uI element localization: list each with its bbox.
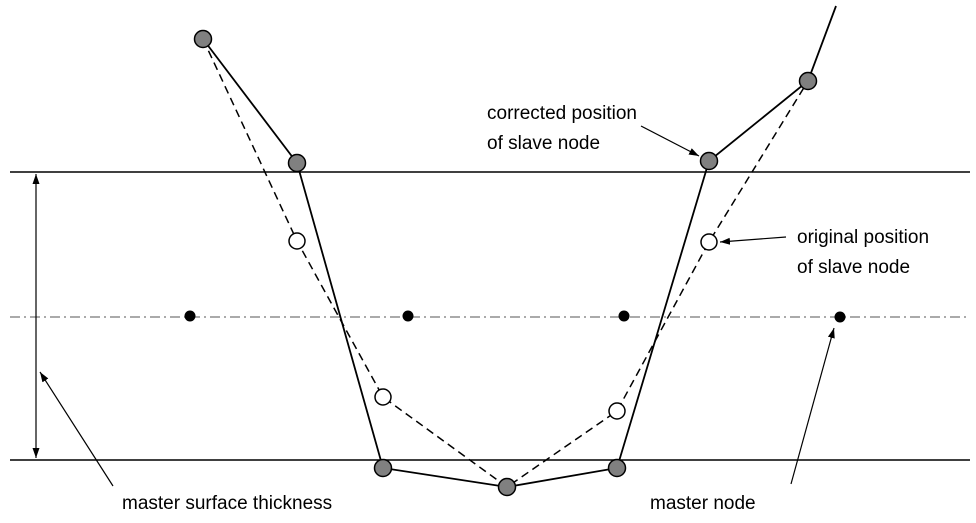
master-node xyxy=(184,310,196,322)
corrected-position-label-line1: corrected position xyxy=(487,103,637,124)
corrected-slave-node xyxy=(699,151,719,171)
corrected-slave-node xyxy=(607,458,627,478)
original-slave-node xyxy=(700,233,718,251)
original-position-label-line2: of slave node xyxy=(797,257,910,278)
thickness-label: master surface thickness xyxy=(122,493,332,514)
corrected-slave-node xyxy=(798,71,818,91)
master-node-leader xyxy=(790,327,835,485)
master-node xyxy=(834,311,846,323)
corrected-slave-surface xyxy=(202,5,837,488)
master-node-label: master node xyxy=(650,493,756,514)
original-position-label-line1: original position xyxy=(797,227,929,248)
original-position-leader xyxy=(719,236,787,245)
thickness-leader xyxy=(39,371,114,487)
master-node xyxy=(618,310,630,322)
original-slave-node xyxy=(374,388,392,406)
corrected-slave-node xyxy=(287,153,307,173)
original-slave-node xyxy=(608,402,626,420)
corrected-slave-node xyxy=(373,458,393,478)
corrected-position-leader xyxy=(640,125,700,157)
original-slave-node xyxy=(288,232,306,250)
master-node xyxy=(402,310,414,322)
corrected-slave-node xyxy=(193,29,213,49)
corrected-slave-node xyxy=(497,477,517,497)
corrected-position-label-line2: of slave node xyxy=(487,133,600,154)
